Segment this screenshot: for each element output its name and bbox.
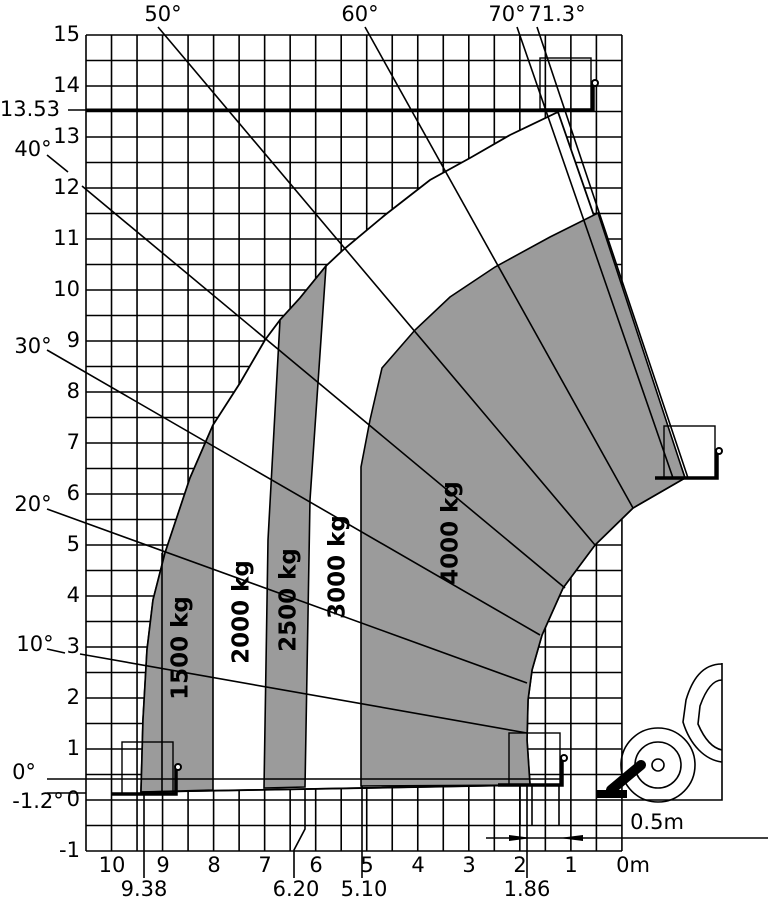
x-tick-secondary-label: 5.10 — [341, 877, 388, 901]
y-tick-label: 13 — [53, 124, 80, 148]
telehandler-machine — [620, 663, 723, 803]
angle-line-20 — [46, 508, 528, 684]
angle-label: 70° — [488, 2, 525, 26]
cab-window — [697, 679, 723, 751]
angle-label: 71.3° — [528, 2, 585, 26]
angle-label: 40° — [14, 137, 51, 161]
angle-line-10 — [79, 653, 528, 734]
angle-label: 60° — [341, 2, 378, 26]
y-tick-label: 15 — [53, 22, 80, 46]
zone-2500kg-shading — [263, 263, 327, 789]
x-tick-label: 1 — [564, 853, 577, 877]
angle-line-40-lead — [46, 154, 69, 173]
fork-high-near-fork — [655, 452, 719, 480]
fork-top-fork-pin — [591, 79, 599, 87]
angle-label: 0° — [12, 760, 36, 784]
boom-foot — [597, 790, 627, 798]
x-tick-label: 7 — [258, 853, 271, 877]
load-zone-label: 3000 kg — [325, 515, 351, 619]
y-tick-label: 8 — [67, 379, 80, 403]
angle-line-50 — [157, 26, 596, 546]
y-tick-label: 5 — [67, 532, 80, 556]
y-marked-label: 13.53 — [0, 97, 60, 121]
angle-label: -1.2° — [12, 789, 63, 813]
angle-line-60 — [364, 26, 634, 509]
y-tick-label: 12 — [53, 175, 80, 199]
angle-label: 30° — [14, 334, 51, 358]
fork-top-fork — [540, 84, 595, 112]
fork-low-far-fork-pin — [174, 763, 182, 771]
x-tick-secondary-label: 6.20 — [273, 877, 320, 901]
x-tick-secondary-label: 1.86 — [504, 877, 551, 901]
x-tick-label: 10 — [99, 853, 126, 877]
dimension-label: 0.5m — [630, 810, 684, 834]
y-tick-label: 1 — [67, 736, 80, 760]
wheel-hub — [651, 758, 665, 772]
zone-1500kg-shading — [140, 424, 214, 793]
x-tick-label: 3 — [462, 853, 475, 877]
y-tick-label: 0 — [67, 787, 80, 811]
fork-high-near-fork-pin — [715, 447, 723, 455]
y-tick-label: 11 — [53, 226, 80, 250]
fork-low-near-fork-pin — [560, 754, 568, 762]
load-zone-label: 2000 kg — [229, 560, 255, 664]
y-tick-label: 3 — [67, 634, 80, 658]
cab-outline — [682, 663, 723, 763]
dim-line-6-20 — [293, 790, 306, 878]
angle-label: 10° — [16, 632, 53, 656]
x-tick-label: 8 — [207, 853, 220, 877]
x-tick-label: 0m — [616, 853, 650, 877]
angle-line-10-lead — [46, 648, 66, 654]
y-tick-label: 4 — [67, 583, 80, 607]
angle-line-70 — [516, 26, 674, 479]
wheel-tyre — [620, 727, 696, 803]
fork-low-far-fork — [112, 768, 178, 796]
fork-top-load-box — [539, 57, 592, 111]
x-tick-label: 2 — [513, 853, 526, 877]
x-tick-secondary-label: 9.38 — [121, 877, 168, 901]
load-zone-label: 4000 kg — [438, 481, 464, 585]
y-tick-label: 9 — [67, 328, 80, 352]
x-tick-label: 4 — [411, 853, 424, 877]
arrow-right-icon — [509, 835, 532, 841]
load-zone-label: 1500 kg — [168, 596, 194, 700]
y-tick-label: 7 — [67, 430, 80, 454]
load-zone-label: 2500 kg — [276, 548, 302, 652]
x-tick-label: 6 — [309, 853, 322, 877]
y-tick-label: 6 — [67, 481, 80, 505]
arrow-left-icon — [559, 835, 583, 841]
angle-label: 50° — [144, 2, 181, 26]
angle-line-40 — [81, 185, 566, 589]
angle-line-71-3 — [536, 26, 689, 479]
machine-frame — [622, 663, 723, 801]
boom-base-line — [140, 784, 531, 793]
angle-line-30 — [46, 349, 541, 636]
y-tick-label: 2 — [67, 685, 80, 709]
y-tick-label: 10 — [53, 277, 80, 301]
angle-label: 20° — [14, 492, 51, 516]
x-tick-label: 9 — [156, 853, 169, 877]
boom-arm — [606, 760, 646, 795]
x-tick-label: 5 — [360, 853, 373, 877]
y-tick-label: 14 — [53, 73, 80, 97]
y-tick-label: -1 — [59, 838, 80, 862]
